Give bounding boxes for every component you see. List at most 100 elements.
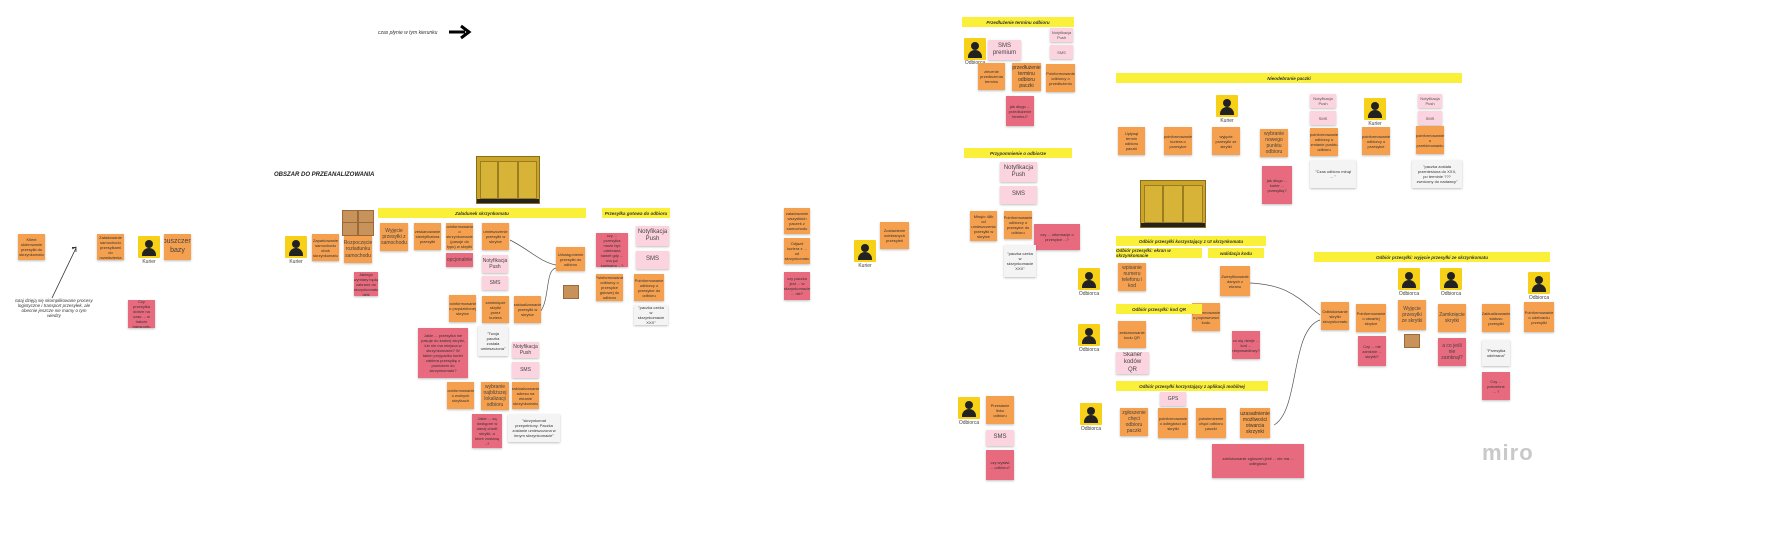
sticky-w5[interactable]: Zaktualizowanie statusu przesyłki bbox=[1482, 304, 1510, 332]
sticky-z3[interactable]: Wyjęcie przesyłki z samochodu bbox=[380, 223, 408, 251]
sticky-m4[interactable]: Zostawienie odebranych przesyłek bbox=[880, 222, 909, 249]
sticky-w6[interactable]: Poinformowanie o odebraniu przesyłki bbox=[1524, 302, 1554, 332]
sticky-z1[interactable]: Zaparkowanie samochodu obok skrzynkomatu bbox=[312, 234, 339, 261]
area-title: OBSZAR DO PRZEANALIZOWANIA bbox=[274, 172, 375, 178]
sticky-u-red[interactable]: co się dzieje ... kod ... nieprawidłowy? bbox=[1232, 331, 1260, 359]
sticky-z9[interactable]: zamknięcie skrytki przez kuriera bbox=[482, 296, 509, 323]
courier-avatar bbox=[1216, 95, 1238, 117]
sticky-w-red1[interactable]: Czy ... nie zamknie ... skrytki? bbox=[1358, 336, 1386, 366]
courier-label: Kurier bbox=[858, 263, 872, 269]
sticky-pt1[interactable]: zlecenie przedłużenia terminu bbox=[978, 63, 1005, 90]
sticky-z8[interactable]: poinformowanie o przydzielonej skrytce bbox=[449, 295, 476, 322]
sticky-ap1[interactable]: Przesłanie linku odbioru bbox=[986, 396, 1014, 424]
sticky-pt-sms2[interactable]: SMS bbox=[1050, 45, 1073, 59]
sticky-pr-sms[interactable]: SMS bbox=[1000, 186, 1037, 204]
sticky-w4[interactable]: Zamknięcie skrytki bbox=[1438, 304, 1466, 332]
sticky-zw2[interactable]: "skrzynkomat przepełniony. Paczka zostan… bbox=[508, 414, 560, 442]
sticky-w3[interactable]: Wyjęcie przesyłki ze skrytki bbox=[1398, 300, 1426, 330]
sticky-prw[interactable]: "paczka czeka w skrzynkomacie XXX" bbox=[1004, 245, 1036, 277]
sticky-u1[interactable]: wpisanie numeru telefonu i kod bbox=[1118, 263, 1146, 291]
sticky-m-red[interactable]: czy paczka jest ... w skrzynkomacie ... … bbox=[784, 272, 810, 300]
sticky-q-scan[interactable]: Skaner kodów QR bbox=[1116, 352, 1149, 374]
sticky-a-gps[interactable]: GPS bbox=[1160, 392, 1186, 406]
sticky-w1[interactable]: Odblokowanie skrytki skrzynkomatu bbox=[1321, 302, 1349, 330]
sticky-n1[interactable]: Upłynął termin odbioru paczki bbox=[1118, 127, 1145, 155]
sticky-pt-sms[interactable]: SMS premium bbox=[988, 40, 1021, 60]
sticky-ap-sms[interactable]: SMS bbox=[986, 430, 1014, 446]
sticky-ww[interactable]: "Przesyłka odebrana" bbox=[1482, 340, 1510, 366]
sticky-zw1[interactable]: "Twoja paczka została umieszczona" bbox=[478, 326, 508, 356]
sticky-m1[interactable]: załadowanie wszystkich paczek z samochod… bbox=[784, 208, 810, 234]
sticky-w2[interactable]: Poinformowanie o otwartej skrytce bbox=[1356, 304, 1386, 332]
sticky-pr1[interactable]: Minęło 48h od umieszczenia przesyłki w s… bbox=[970, 211, 997, 241]
sticky-n6[interactable]: poinformowanie odbiorcy o przesyłce bbox=[1362, 127, 1390, 155]
sticky-z4[interactable]: zeskanowanie identyfikatora przesyłki bbox=[414, 223, 441, 250]
sticky-z5[interactable]: poinformowanie o skrzynkomacie (pasuje d… bbox=[446, 223, 473, 250]
section-odbior-qr: Odbiór przesyłki: kod QR bbox=[1116, 304, 1202, 314]
sticky-pt-push[interactable]: Notyfikacja Push bbox=[1050, 28, 1073, 42]
sticky-z-red2[interactable]: Jakie ... są dostępne w danej chwili skr… bbox=[472, 414, 502, 448]
parcel-locker-image bbox=[1140, 180, 1206, 228]
sticky-w-red3[interactable]: Czy ... potrzebne ... ? bbox=[1482, 372, 1510, 400]
sticky-gw[interactable]: "paczka czeka w skrzynkomacie XXX" bbox=[634, 305, 668, 325]
sticky-n4[interactable]: wybranie nowego punktu odbioru bbox=[1260, 129, 1288, 157]
sticky-n3[interactable]: wyjęcie przesyłki ze skrytki bbox=[1212, 127, 1240, 155]
sticky-z13[interactable]: zaktualizowanie adresu na ekranie skrzyn… bbox=[512, 382, 539, 409]
sticky-z6[interactable]: umieszczenie przesyłki w skrytce bbox=[482, 223, 509, 250]
sticky-pr2[interactable]: Poinformowanie odbiorcy o przesyłce do o… bbox=[1004, 211, 1032, 239]
sticky-pr-red[interactable]: czy ... informacje o przesyłce ...? bbox=[1034, 224, 1080, 250]
sticky-push2[interactable]: Notyfikacja Push bbox=[512, 342, 539, 358]
sticky-left2[interactable]: Załadowanie samochodu przesyłkami do roz… bbox=[97, 234, 124, 260]
sticky-z10[interactable]: zaktualizowanie przesyłki w skrytce bbox=[514, 296, 541, 323]
sticky-left-red[interactable]: Czy przesyłka dotrze na czas ... w trakc… bbox=[128, 300, 155, 328]
sticky-pt-red[interactable]: jak długo ... przedłużenie terminu? bbox=[1006, 96, 1034, 126]
sticky-pt3[interactable]: Poinformowanie odbiorcy o przedłużeniu bbox=[1046, 64, 1075, 92]
sticky-z12[interactable]: wybranie najbliższej lokalizacji odbioru bbox=[481, 382, 509, 410]
sticky-z11[interactable]: poinformowanie o wolnych skrytkach bbox=[447, 382, 474, 409]
sticky-sms3[interactable]: SMS bbox=[636, 251, 669, 269]
sticky-n-red[interactable]: jak długo ... kurier ... przesyłkę? bbox=[1262, 166, 1292, 204]
sticky-z2r[interactable]: Jakiego wymiary będą zabrane do skrzynko… bbox=[354, 272, 378, 296]
sticky-z7b[interactable]: opcjonalnie bbox=[446, 253, 473, 267]
sticky-a2[interactable]: poinformowanie o odległości od skrytki bbox=[1158, 408, 1188, 438]
sticky-left1[interactable]: Klient skierowanie przesyłki do skrzynko… bbox=[18, 234, 45, 260]
sticky-pr-push[interactable]: Notyfikacja Push bbox=[1000, 162, 1037, 182]
flow-arrow bbox=[449, 24, 472, 40]
sticky-m2[interactable]: Odjazd kuriera z ... od skrzynkomatu bbox=[784, 238, 810, 264]
sticky-w-red2[interactable]: a co jeśli nie zamknął? bbox=[1438, 338, 1466, 366]
sticky-g-red[interactable]: czy ... przesyłka może być odebrana nawe… bbox=[596, 233, 628, 267]
sticky-z14[interactable]: Udostępnienie przesyłki do odbioru bbox=[556, 247, 585, 271]
sticky-push3[interactable]: Notyfikacja Push bbox=[636, 226, 669, 246]
sticky-n5[interactable]: poinformowanie odbiorcy o zmianie punktu… bbox=[1310, 128, 1338, 156]
sticky-g2[interactable]: Poinformowanie odbiorcy o przesyłce do o… bbox=[634, 274, 664, 301]
sticky-a-red[interactable]: zablokowanie zgłoszeń jeśli ... nie ma .… bbox=[1212, 444, 1304, 478]
sticky-push1[interactable]: Notyfikacja Push bbox=[482, 255, 508, 273]
sticky-n-push2[interactable]: Notyfikacja Push bbox=[1418, 94, 1442, 108]
sticky-n-sms2[interactable]: SMS bbox=[1418, 111, 1442, 125]
sticky-pt2[interactable]: przedłużenie terminu odbioru paczki bbox=[1012, 63, 1041, 91]
recipient-label: Odbiorca bbox=[1440, 291, 1462, 297]
recipient-label: Odbiorca bbox=[958, 420, 980, 426]
sticky-a3[interactable]: potwierdzenie chęci odbioru paczki bbox=[1196, 408, 1226, 438]
sticky-n-sms[interactable]: SMS bbox=[1310, 111, 1336, 125]
sticky-u2[interactable]: Zweryfikowanie danych z ekranu bbox=[1220, 266, 1250, 296]
sticky-z-red1[interactable]: Jakie ... przesyłka nie pasuje do żadnej… bbox=[418, 328, 468, 378]
sticky-sms1[interactable]: SMS bbox=[482, 276, 508, 290]
recipient-avatar bbox=[958, 397, 980, 419]
sticky-nw1[interactable]: "Czas odbioru minął ... " bbox=[1310, 160, 1356, 188]
sticky-a1[interactable]: zgłoszenie chęci odbioru paczki bbox=[1120, 408, 1148, 436]
sticky-left3[interactable]: Opuszczenie bazy bbox=[164, 234, 191, 260]
sticky-n2[interactable]: poinformowanie kuriera o przesyłce bbox=[1164, 127, 1192, 155]
sticky-sms2[interactable]: SMS bbox=[512, 362, 539, 378]
recipient-label: Odbiorca bbox=[1398, 291, 1420, 297]
sticky-a4[interactable]: uzasadnienie możliwości otwarcia skrzynk… bbox=[1240, 408, 1270, 438]
sticky-ap-red[interactable]: czy wysłać ... odbioru? bbox=[986, 450, 1014, 480]
sticky-n7[interactable]: poinformowanie o przekierowaniu bbox=[1416, 126, 1444, 154]
sticky-z2[interactable]: Rozpoczęcie rozładunku samochodu bbox=[344, 236, 372, 263]
recipient-avatar bbox=[1398, 268, 1420, 290]
sticky-n-push[interactable]: Notyfikacja Push bbox=[1310, 94, 1336, 108]
sticky-nw2[interactable]: "paczka została przeniesiona do XXX, po … bbox=[1412, 160, 1462, 188]
sticky-g1[interactable]: Poinformowanie odbiorcy o przesyłce goto… bbox=[596, 274, 623, 301]
sticky-q1[interactable]: zeskanowanie kodu QR bbox=[1118, 321, 1146, 348]
